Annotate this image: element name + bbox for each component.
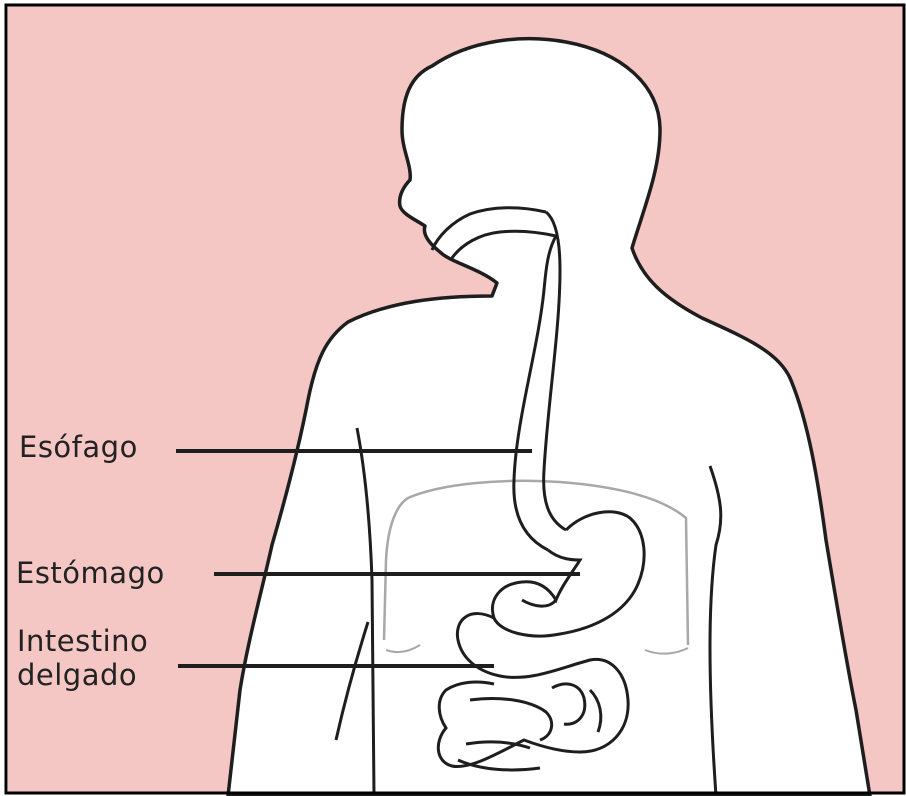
label-esofago: Esófago	[19, 430, 138, 464]
label-intestino-line1: Intestino	[17, 624, 148, 658]
label-estomago: Estómago	[16, 556, 165, 590]
label-intestino-delgado: Intestino delgado	[17, 624, 148, 692]
label-intestino-line2: delgado	[17, 658, 148, 692]
